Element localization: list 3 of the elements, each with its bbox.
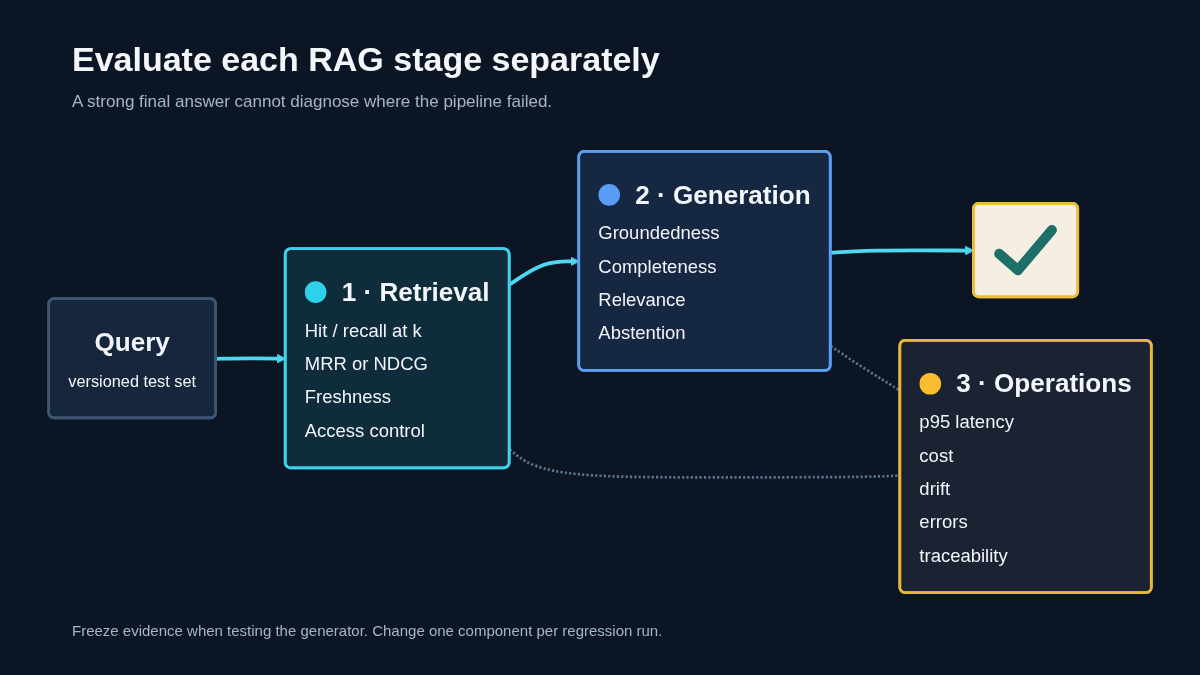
subtitle: A strong final answer cannot diagnose where the pipeline failed. [72,92,553,112]
footnote: Freeze evidence when testing the generator. Change one component per regression run. [72,622,663,639]
title: Evaluate each RAG stage separately [72,40,660,79]
